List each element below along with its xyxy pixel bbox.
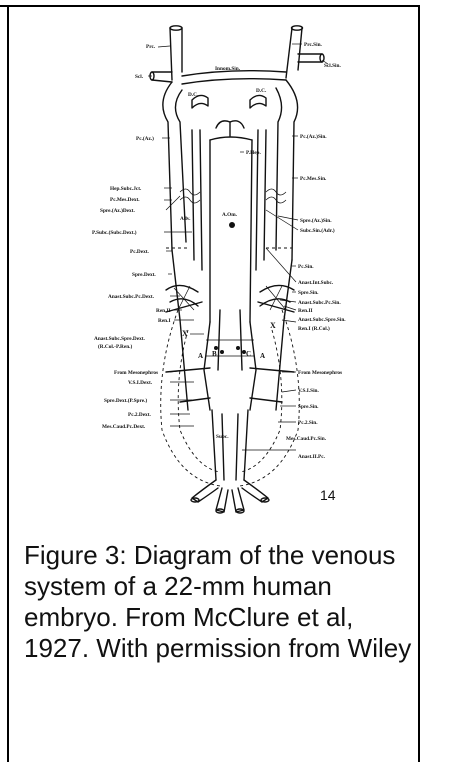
label-anast-subc-spre-sin: Anast.Subc.Spre.Sin. (298, 317, 346, 323)
label-ren-ii-left: Ren.II (156, 308, 171, 314)
label-spre-dext-p: Spre.Dext.(P.Spre.) (104, 397, 147, 404)
label-scl: Scl. (135, 74, 144, 80)
label-prc-sin: Prc.Sin. (304, 42, 323, 48)
label-adv: Adv. (180, 216, 191, 222)
label-subc-sin-adr: Subc.Sin.(Adr.) (300, 227, 335, 234)
label-subc: Subc. (216, 434, 229, 440)
label-anast-subc-spre-dext: Anast.Subc.Spre.Dext. (94, 336, 145, 342)
label-rcol-pren: (R.Col.-P.Ren.) (98, 343, 132, 350)
label-x-left: X (182, 329, 188, 338)
diagram-labels: Prc. Prc.Sin. Scl. Scl.Sin. Innom.Sin. D… (92, 42, 346, 503)
label-anast-subc-pc-sin: Anast.Subc.Pc.Sin. (298, 300, 341, 306)
label-pc-mes-dext: Pc.Mes.Dext. (110, 197, 140, 203)
frame-right-border (418, 5, 420, 762)
label-pc-az-sin: Pc.(Az.)Sin. (300, 133, 327, 140)
label-ren-i-left: Ren.I (158, 318, 171, 324)
label-ren-ii-right: Ren.II (298, 308, 313, 314)
label-anast-int-subc: Anast.Int.Subc. (298, 280, 334, 286)
label-mes-caud-pc-dext: Mes.Caud.Pc.Dext. (102, 424, 146, 430)
label-p-hep: P.Hep. (246, 150, 261, 156)
label-hep-subc-jct: Hep.Subc.Jct. (110, 186, 142, 192)
label-spre-sin-low: Spre.Sin. (298, 404, 319, 410)
label-vsi-dext: V.S.I.Dext. (128, 380, 153, 386)
label-a-left: A (198, 352, 203, 360)
label-a-right: A (260, 352, 265, 360)
label-spre-az-sin: Spre.(Az.)Sin. (300, 217, 332, 224)
label-pc2-sin: Pc.2.Sin. (298, 420, 318, 426)
label-mes-caud-pc-sin: Mes.Caud.Pc.Sin. (286, 436, 327, 442)
label-prc: Prc. (146, 44, 156, 50)
label-ren-i-rcol: Ren.I (R.Col.) (298, 325, 330, 332)
label-x-right: X (270, 321, 276, 330)
label-from-meso-right: From Mesonephros (298, 370, 342, 376)
label-p-subc-dext: P.Subc.(Subc.Dext.) (92, 229, 137, 236)
label-anast-ii-pc: Anast.II.Pc. (298, 454, 326, 460)
label-dc-right: D.C. (256, 88, 267, 94)
label-b: B (212, 350, 217, 358)
label-pc-mes-sin: Pc.Mes.Sin. (300, 176, 327, 182)
label-spre-dext: Spre.Dext. (132, 272, 156, 278)
label-innom-sin: Innom.Sin. (215, 66, 241, 72)
label-pc2-dext: Pc.2.Dext. (128, 412, 151, 418)
label-dc-left: D.C. (188, 92, 199, 98)
label-pc-sin: Pc.Sin. (298, 264, 314, 270)
label-spre-sin: Spre.Sin. (298, 290, 319, 296)
label-from-meso-left: From Mesonephros (114, 370, 158, 376)
venous-system-diagram: Prc. Prc.Sin. Scl. Scl.Sin. Innom.Sin. D… (70, 10, 390, 525)
frame-left-border (7, 5, 9, 762)
label-a-om: A.Om. (222, 212, 238, 218)
label-pc-az: Pc.(Az.) (136, 135, 154, 142)
label-c: C (246, 350, 251, 358)
figure-number: 14 (320, 487, 336, 503)
frame-top-border (0, 5, 420, 7)
label-scl-sin: Scl.Sin. (324, 63, 341, 69)
figure-caption: Figure 3: Diagram of the venous system o… (24, 540, 414, 664)
label-vsi-sin: V.S.I.Sin. (298, 388, 319, 394)
label-anast-subc-pc-dext: Anast.Subc.Pc.Dext. (108, 294, 155, 300)
label-spre-az-dext: Spre.(Az.)Dext. (100, 207, 135, 214)
label-pc-dext: Pc.Dext. (130, 249, 149, 255)
